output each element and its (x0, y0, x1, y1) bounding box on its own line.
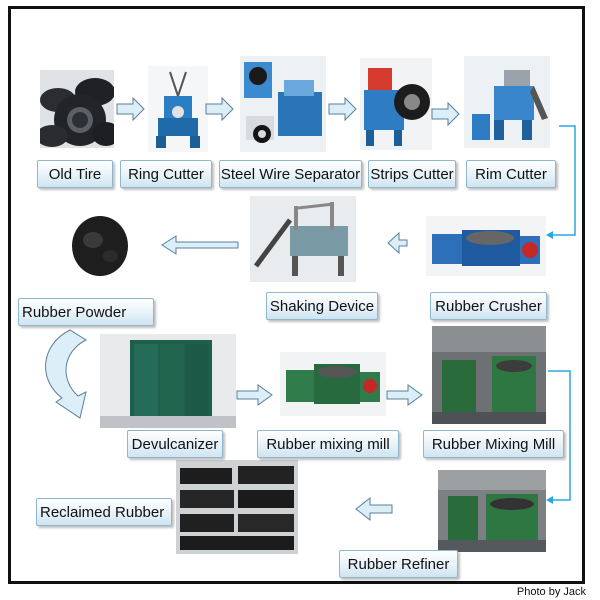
shaking-device-photo (250, 196, 356, 282)
strips-cutter-photo (360, 58, 432, 150)
label-old-tire: Old Tire (37, 160, 113, 188)
label-shaking-device: Shaking Device (266, 292, 378, 320)
devulcanizer-photo (100, 334, 236, 428)
label-rim-cutter: Rim Cutter (466, 160, 556, 188)
label-strips-cutter: Strips Cutter (368, 160, 456, 188)
label-rubber-mixing-mill-1: Rubber mixing mill (257, 430, 399, 458)
label-ring-cutter: Ring Cutter (120, 160, 212, 188)
rubber-powder-photo (60, 204, 142, 286)
label-rubber-crusher: Rubber Crusher (430, 292, 547, 320)
label-rubber-mixing-mill-2: Rubber Mixing Mill (423, 430, 564, 458)
rubber-mixing-mill-1-photo (280, 352, 386, 416)
rubber-crusher-photo (426, 216, 546, 276)
rubber-mixing-mill-2-photo (432, 326, 546, 424)
ring-cutter-photo (148, 66, 208, 152)
old-tire-photo (40, 70, 114, 148)
reclaimed-rubber-photo (176, 460, 298, 554)
photo-credit: Photo by Jack (516, 586, 586, 598)
steel-wire-separator-photo (240, 56, 326, 152)
rim-cutter-photo (464, 56, 550, 148)
label-reclaimed-rubber: Reclaimed Rubber (36, 498, 172, 526)
label-steel-wire-separator: Steel Wire Separator (219, 160, 362, 188)
label-rubber-refiner: Rubber Refiner (339, 550, 458, 578)
rubber-refiner-photo (438, 470, 546, 552)
label-devulcanizer: Devulcanizer (127, 430, 223, 458)
label-rubber-powder: Rubber Powder (18, 298, 154, 326)
